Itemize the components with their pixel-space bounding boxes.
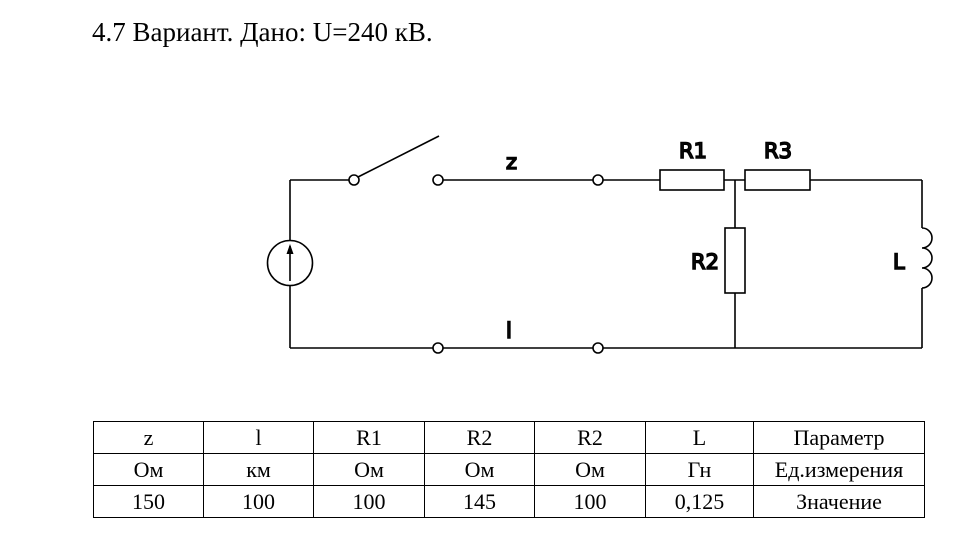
switch-terminal-left bbox=[348, 174, 360, 186]
table-row-header: z l R1 R2 R2 L Параметр bbox=[93, 421, 925, 454]
inductor-l bbox=[921, 227, 933, 289]
label-r1: R1 bbox=[679, 139, 707, 163]
table-cell: Ом bbox=[424, 453, 535, 486]
switch-blade bbox=[357, 135, 440, 178]
table-cell: 100 bbox=[313, 485, 425, 518]
line-l-terminal-left bbox=[432, 342, 444, 354]
table-cell: Ом bbox=[93, 453, 204, 486]
table-cell: Параметр bbox=[753, 421, 925, 454]
table-cell: Ом bbox=[313, 453, 425, 486]
table-cell: R2 bbox=[534, 421, 646, 454]
table-row-values: 150 100 100 145 100 0,125 Значение bbox=[93, 485, 925, 518]
page-title: 4.7 Вариант. Дано: U=240 кВ. bbox=[92, 17, 433, 47]
label-z: z bbox=[506, 150, 517, 174]
line-z-terminal-right bbox=[592, 174, 604, 186]
table-cell: R1 bbox=[313, 421, 425, 454]
table-cell: Гн bbox=[645, 453, 754, 486]
resistor-r1 bbox=[659, 169, 725, 191]
table-cell: 100 bbox=[203, 485, 314, 518]
line-l-terminal-right bbox=[592, 342, 604, 354]
resistor-r2 bbox=[724, 227, 746, 294]
resistor-r3 bbox=[744, 169, 811, 191]
table-cell: км bbox=[203, 453, 314, 486]
table-cell: R2 bbox=[424, 421, 535, 454]
switch-terminal-right bbox=[432, 174, 444, 186]
table-cell: 100 bbox=[534, 485, 646, 518]
table-cell: L bbox=[645, 421, 754, 454]
table-row-units: Ом км Ом Ом Ом Гн Ед.измерения bbox=[93, 453, 925, 486]
table-cell: 150 bbox=[93, 485, 204, 518]
table-cell: l bbox=[203, 421, 314, 454]
parameters-table: z l R1 R2 R2 L Параметр Ом км Ом Ом Ом Г… bbox=[93, 421, 925, 518]
label-inductor: L bbox=[893, 250, 905, 274]
table-cell: Ом bbox=[534, 453, 646, 486]
table-cell: Ед.измерения bbox=[753, 453, 925, 486]
table-cell: Значение bbox=[753, 485, 925, 518]
label-l: l bbox=[506, 319, 512, 343]
voltage-source bbox=[266, 239, 314, 287]
label-r2: R2 bbox=[691, 250, 719, 274]
table-cell: 145 bbox=[424, 485, 535, 518]
label-r3: R3 bbox=[764, 139, 792, 163]
table-cell: 0,125 bbox=[645, 485, 754, 518]
table-cell: z bbox=[93, 421, 204, 454]
